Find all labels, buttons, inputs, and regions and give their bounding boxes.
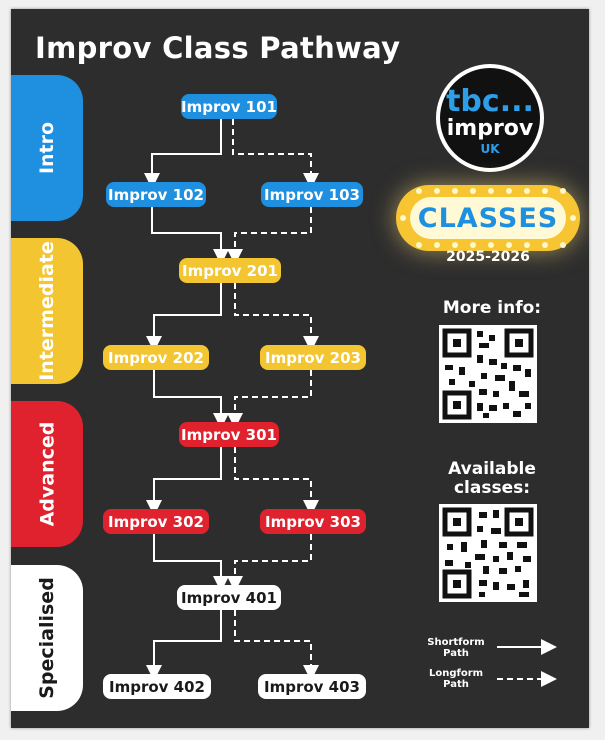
class-improv-303: Improv 303: [260, 509, 366, 534]
available-classes-qr-code[interactable]: [439, 504, 537, 602]
poster: Improv Class Pathway Intro Intermediate …: [11, 9, 589, 728]
pathway-arrows: [144, 119, 557, 687]
class-improv-403: Improv 403: [258, 674, 366, 699]
level-specialised: Specialised: [11, 565, 83, 711]
level-advanced: Advanced: [11, 401, 83, 547]
class-improv-201: Improv 201: [179, 258, 281, 283]
class-improv-101: Improv 101: [181, 94, 277, 119]
logo-line-3: UK: [480, 142, 500, 156]
available-classes-label: Available classes:: [448, 459, 536, 498]
logo-line-2: improv: [446, 116, 534, 141]
class-improv-103: Improv 103: [261, 182, 363, 207]
class-improv-102: Improv 102: [106, 182, 206, 207]
logo-line-1: tbc...: [446, 84, 534, 119]
class-improv-302: Improv 302: [103, 509, 209, 534]
class-improv-401: Improv 401: [177, 585, 281, 610]
more-info-label: More info:: [442, 298, 542, 318]
classes-sign-text: CLASSES: [410, 197, 566, 239]
qr-code-pattern: [442, 507, 534, 599]
tbc-improv-logo: tbc... improv UK: [436, 64, 544, 172]
level-intro: Intro: [11, 75, 83, 221]
legend-longform-label: Longform Path: [428, 668, 484, 690]
more-info-qr-code[interactable]: [439, 325, 537, 423]
qr-code-pattern: [442, 328, 534, 420]
class-improv-301: Improv 301: [179, 422, 279, 447]
years-label: 2025-2026: [446, 249, 530, 265]
class-improv-202: Improv 202: [103, 345, 209, 370]
classes-marquee-sign: CLASSES: [396, 185, 580, 251]
legend-shortform-label: Shortform Path: [427, 637, 485, 659]
class-improv-203: Improv 203: [260, 345, 366, 370]
level-intermediate: Intermediate: [11, 238, 83, 384]
page-title: Improv Class Pathway: [35, 31, 401, 65]
class-improv-402: Improv 402: [103, 674, 211, 699]
